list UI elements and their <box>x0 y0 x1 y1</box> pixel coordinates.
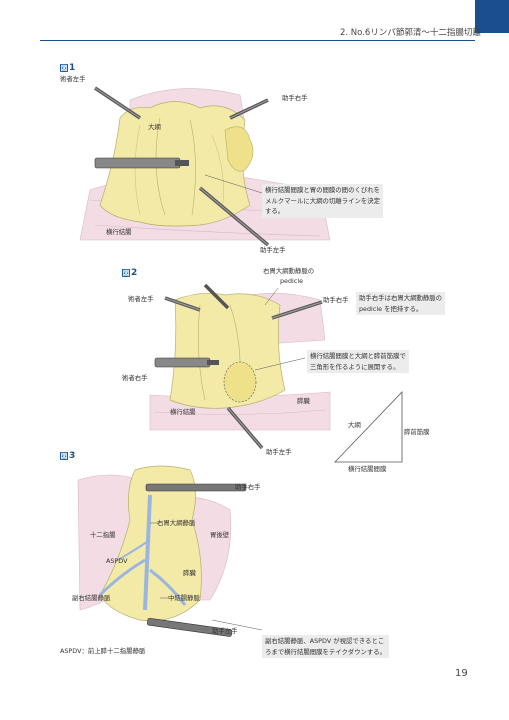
chapter-tab <box>475 0 509 33</box>
fig1-label-transverse-colon: 横行結腸 <box>106 228 132 236</box>
fig3-label-duodenum: 十二指腸 <box>90 531 116 539</box>
fig3-label-mcv: 中結腸静脈 <box>168 594 200 602</box>
fig3-label-posterior-wall: 胃後壁 <box>210 531 230 539</box>
fig1-note-line: 横行結腸間膜と胃の間膜の間のくびれを <box>265 186 381 194</box>
fig1-label-assistant-left: 助手左手 <box>260 246 286 254</box>
fig1-label-operator-left: 術者左手 <box>60 75 86 83</box>
fig2-note-top-line: 助手右手は右胃大網動静脈の <box>359 294 443 302</box>
triangle-label-omentum: 大網 <box>348 421 361 429</box>
fig1-label-omentum: 大網 <box>148 123 161 131</box>
fig3-note-line: 副右結腸静脈、ASPDV が視認できるとこ <box>265 637 385 645</box>
fig1-note: 横行結腸間膜と胃の間膜の間のくびれを メルクマールに大網の切離ラインを決定 する… <box>262 184 384 218</box>
fig2-label-rgev-pedicle-1: 右胃大網動静脈の <box>263 267 315 275</box>
fig2-note-mid: 横行結腸間膜と大網と膵前筋膜で 三角形を作るように展開する。 <box>307 350 409 373</box>
fig2-note-top-line: pedicle を把持する。 <box>359 304 423 313</box>
fig3-label-aspdv: ASPDV <box>106 557 128 565</box>
fig2-label-pancreas: 膵臓 <box>297 397 310 405</box>
fig3-footnote: ASPDV：前上膵十二指腸静脈 <box>60 647 146 655</box>
fig3-note: 副右結腸静脈、ASPDV が視認できるとこ ろまで横行結腸間膜をテイクダウンする… <box>262 635 390 658</box>
fig2-label-assistant-right: 助手右手 <box>323 296 349 304</box>
figure-1-num: 1 <box>69 63 76 73</box>
fig1-note-line: メルクマールに大網の切離ラインを決定 <box>265 196 381 205</box>
fig2-note-mid-line: 三角形を作るように展開する。 <box>310 362 400 371</box>
fig2-label-transverse-colon: 横行結腸 <box>170 408 196 416</box>
figure-2-badge: 図 <box>122 269 130 277</box>
figure-3-num: 3 <box>69 451 76 461</box>
triangle-label-prepancreatic-fascia: 膵前筋膜 <box>404 428 430 436</box>
fig2-label-operator-right: 術者右手 <box>122 374 148 382</box>
figure-3-badge: 図 <box>60 452 68 460</box>
page-number: 19 <box>455 668 468 679</box>
fig2-label-operator-left: 術者左手 <box>128 295 154 303</box>
running-header: 2. No.6リンパ節郭清〜十二指腸切離 <box>340 28 481 38</box>
fig3-label-rgev: 右胃大網静脈 <box>157 519 196 527</box>
fig2-note-mid-line: 横行結腸間膜と大網と膵前筋膜で <box>310 352 406 360</box>
fig2-label-rgev-pedicle-2: pedicle <box>280 277 304 285</box>
fig3-label-accessory-rcv: 副右結腸静脈 <box>72 594 111 602</box>
fig1-label-assistant-right: 助手右手 <box>282 94 308 102</box>
figure-1-badge: 図 <box>60 64 68 72</box>
fig2-label-assistant-left: 助手左手 <box>266 448 292 456</box>
triangle-label-transverse-mesocolon: 横行結腸間膜 <box>348 465 387 473</box>
fig2-note-top: 助手右手は右胃大網動静脈の pedicle を把持する。 <box>356 292 446 315</box>
fig3-label-pancreas: 膵臓 <box>183 569 196 577</box>
header-rule <box>40 40 475 41</box>
fig3-note-line: ろまで横行結腸間膜をテイクダウンする。 <box>265 647 387 656</box>
figure-2-num: 2 <box>131 268 138 278</box>
fig1-note-line: する。 <box>265 207 285 215</box>
fig3-label-assistant-right: 助手右手 <box>235 483 261 491</box>
fig3-label-assistant-left: 助手左手 <box>212 627 238 635</box>
